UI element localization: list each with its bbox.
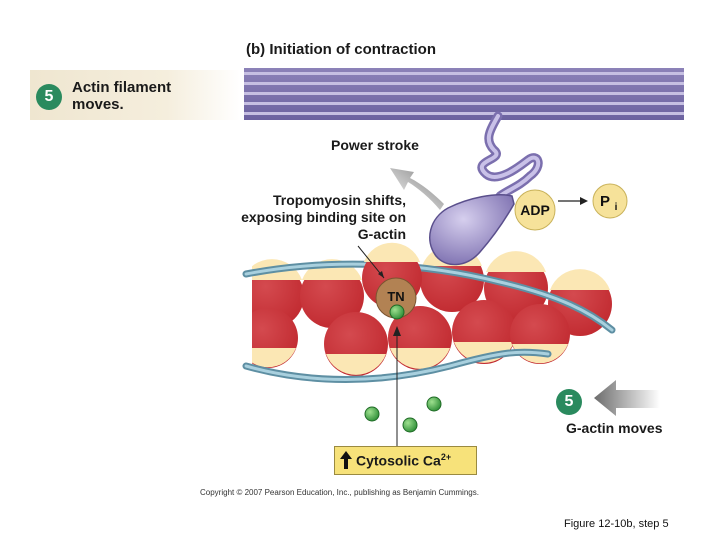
- calcium-ion: [389, 304, 405, 320]
- g-actin-bead: [388, 306, 452, 370]
- power-stroke-label: Power stroke: [331, 137, 419, 153]
- cytosolic-calcium-charge: 2+: [440, 452, 452, 462]
- adp-circle: [514, 189, 556, 231]
- tn-label: TN: [387, 289, 404, 304]
- myosin-head: [429, 193, 515, 266]
- actin-left-fade: [230, 250, 252, 390]
- myosin-neck-highlight: [479, 114, 541, 198]
- tropomyosin-strand-lower-highlight: [244, 350, 550, 381]
- g-actin-moves-arrow: [594, 380, 660, 416]
- step-number-badge: 5: [36, 84, 62, 110]
- g-actin-step-badge: 5: [556, 389, 582, 415]
- power-stroke-arrow: [390, 168, 444, 210]
- g-actin-moves-label: G-actin moves: [566, 420, 663, 436]
- thick-filament: [244, 68, 684, 120]
- adp-label: ADP: [520, 202, 550, 218]
- calcium-ion: [402, 417, 418, 433]
- step-banner: [30, 70, 240, 120]
- figure-caption: Figure 12-10b, step 5: [564, 518, 669, 530]
- adp-to-pi-arrowhead: [580, 197, 588, 205]
- g-actin-bead: [238, 308, 298, 368]
- up-arrow-icon: [340, 451, 352, 469]
- tropomyosin-label: Tropomyosin shifts, exposing binding sit…: [241, 192, 406, 242]
- cytosolic-calcium-box: [334, 446, 477, 475]
- calcium-ion: [364, 406, 380, 422]
- tropomyosin-strand-highlight: [244, 262, 614, 332]
- pi-subscript: i: [615, 202, 618, 213]
- calcium-ion: [426, 396, 442, 412]
- cytosolic-calcium-text: Cytosolic Ca: [356, 452, 441, 469]
- tropomyosin-leader-arrowhead: [378, 271, 384, 278]
- pi-circle: [592, 183, 628, 219]
- figure-title: (b) Initiation of contraction: [246, 41, 436, 58]
- tropomyosin-leader-line: [357, 245, 385, 279]
- calcium-up-arrowhead: [393, 326, 401, 336]
- cytosolic-calcium-label: Cytosolic Ca2+: [356, 452, 451, 469]
- g-actin-bead: [324, 312, 388, 376]
- pi-label: P: [600, 193, 610, 210]
- copyright-notice: Copyright © 2007 Pearson Education, Inc.…: [200, 488, 479, 497]
- step-description: Actin filament moves.: [72, 79, 172, 113]
